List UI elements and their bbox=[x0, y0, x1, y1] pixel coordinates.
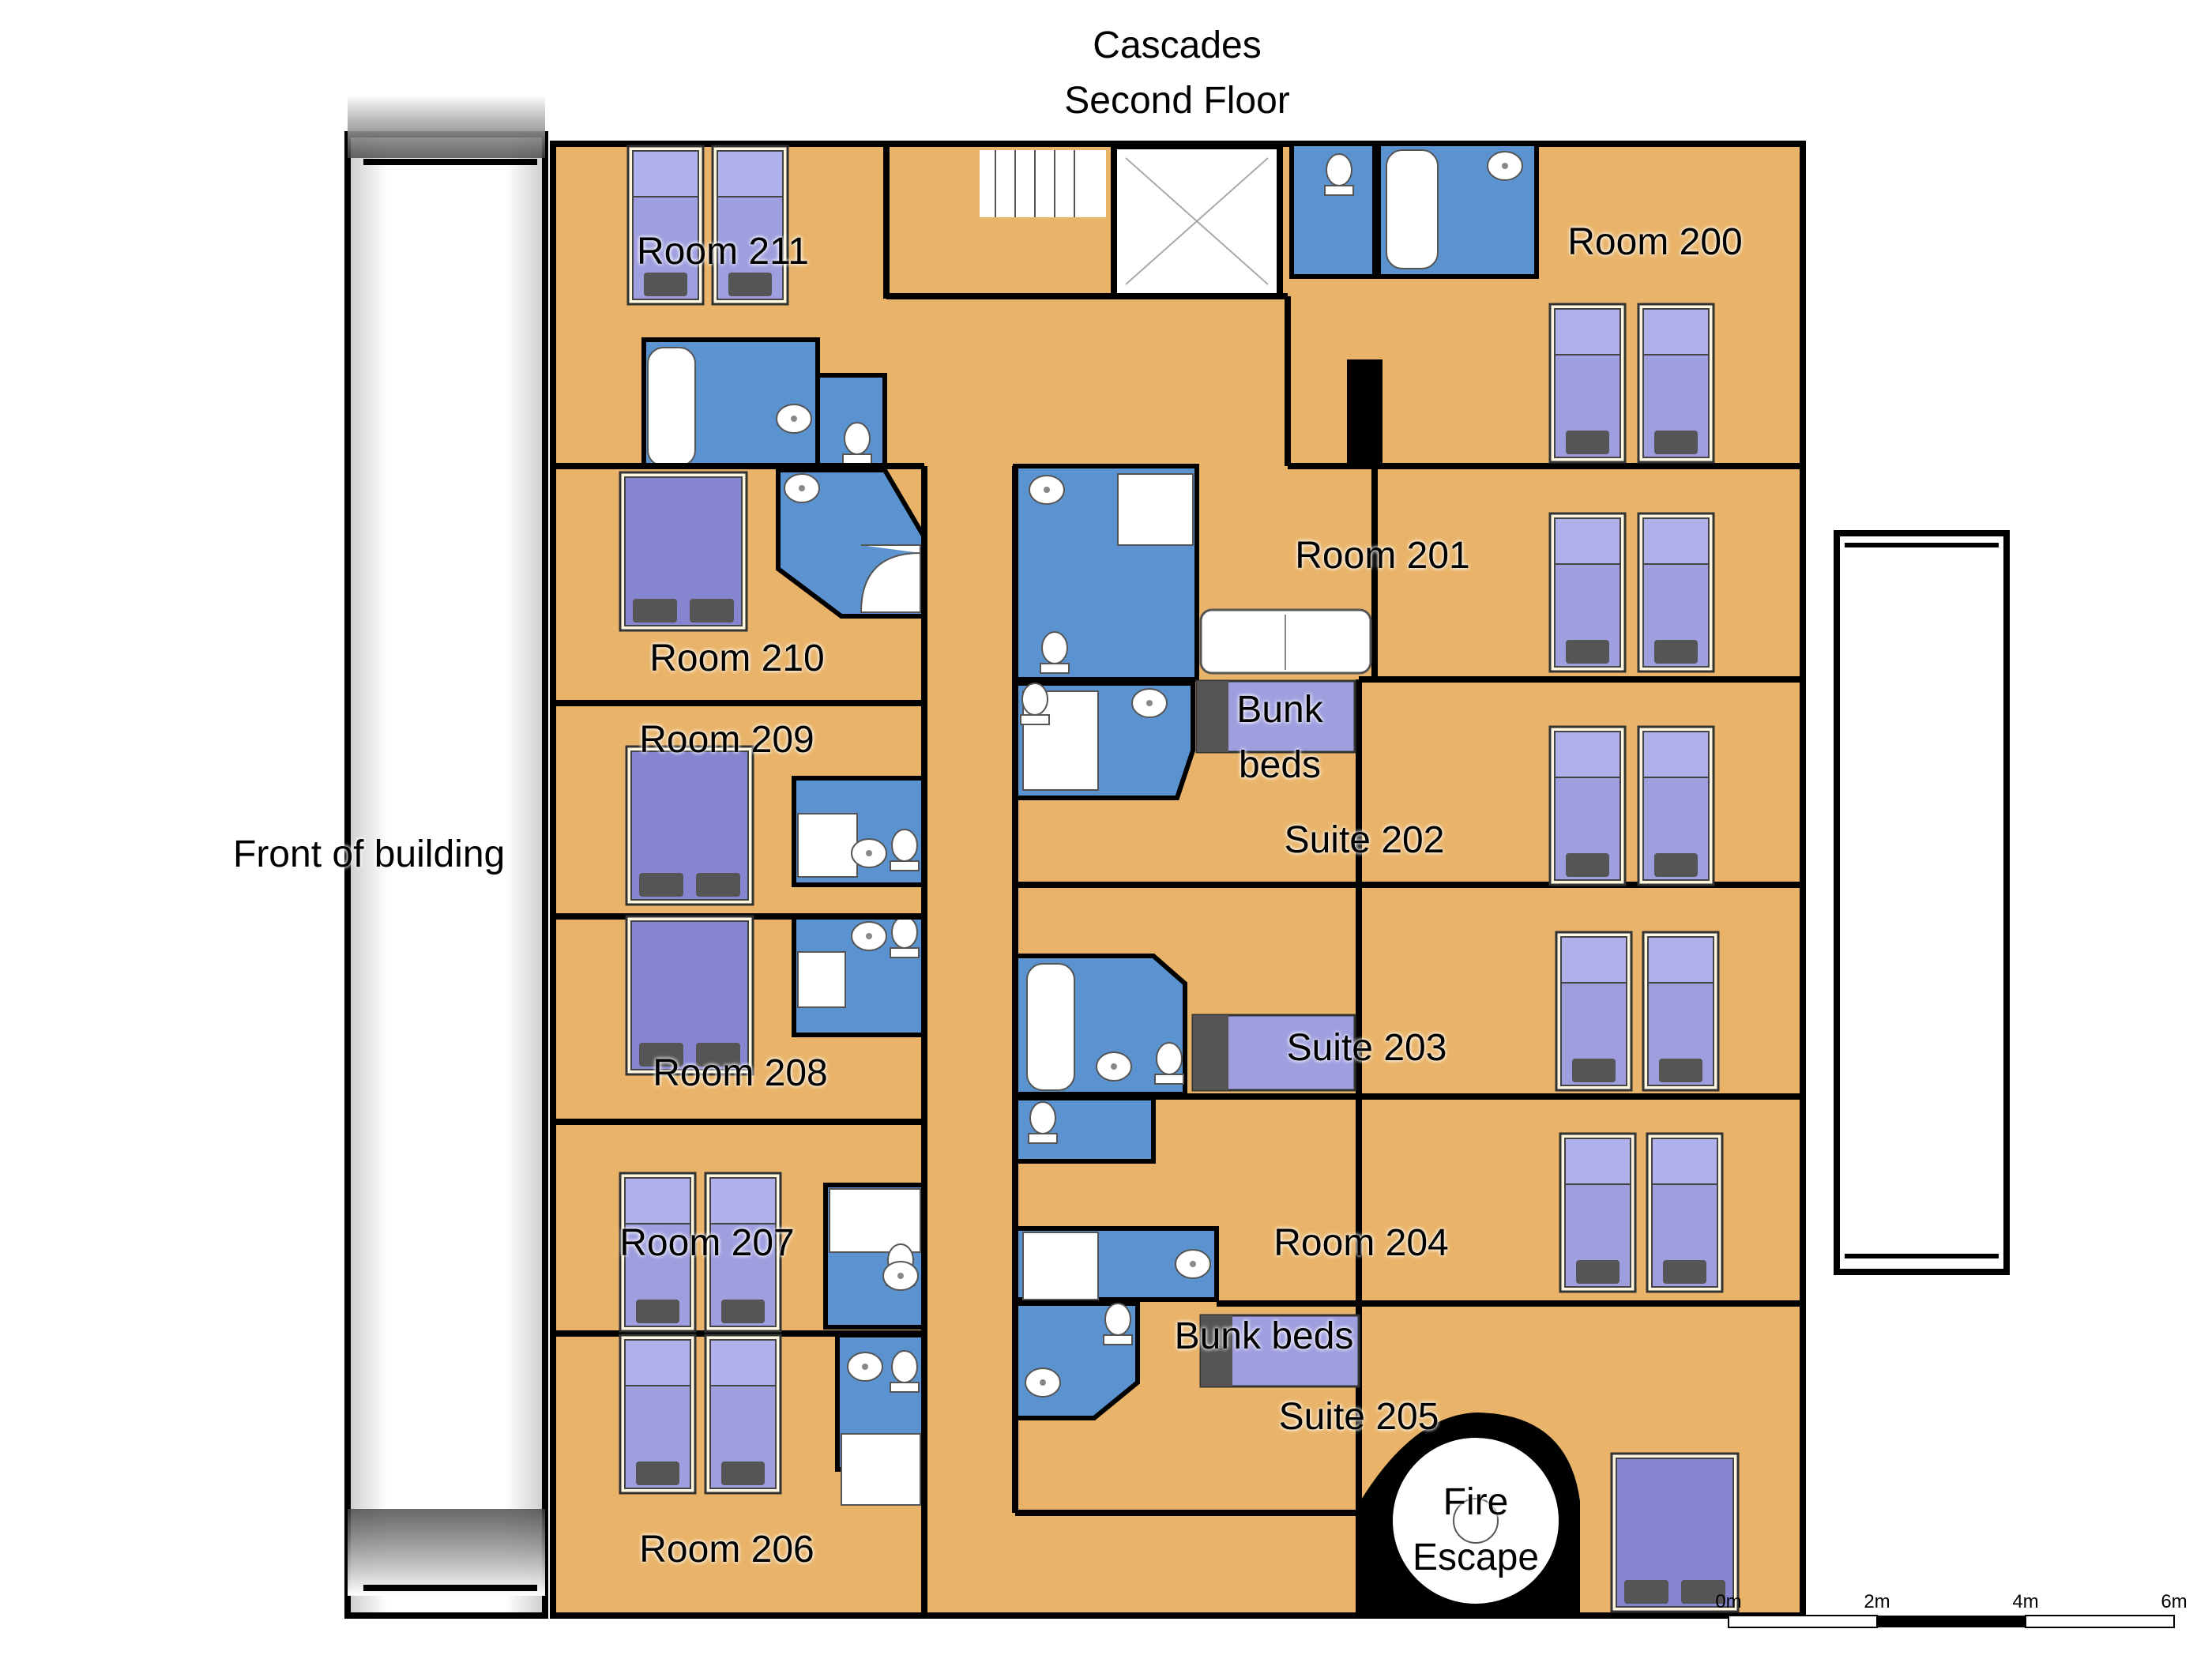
page-title: Cascades bbox=[1093, 24, 1262, 66]
room-206-label: Room 206 bbox=[639, 1529, 814, 1571]
front-terrace bbox=[344, 95, 548, 1619]
room-204-label: Room 204 bbox=[1273, 1222, 1449, 1264]
suite-205-label: Suite 205 bbox=[1278, 1396, 1439, 1438]
room-200-label: Room 200 bbox=[1567, 221, 1743, 263]
scale-label-0: 0m bbox=[1715, 1591, 1742, 1612]
staircase bbox=[980, 150, 1106, 217]
page-subtitle: Second Floor bbox=[1064, 80, 1290, 122]
suite-203-label: Suite 203 bbox=[1286, 1027, 1447, 1069]
front-of-building-label: Front of building bbox=[233, 833, 506, 875]
room-208-label: Room 208 bbox=[653, 1052, 828, 1094]
column bbox=[1347, 359, 1382, 466]
bath-fixtures bbox=[647, 149, 1439, 1506]
bunk-beds-label-2: beds bbox=[1238, 744, 1322, 786]
fire-escape-label-2: Escape bbox=[1412, 1537, 1540, 1578]
scale-label-2: 2m bbox=[1864, 1591, 1890, 1612]
room-210-label: Room 210 bbox=[649, 638, 825, 679]
room-211-label: Room 211 bbox=[637, 231, 809, 273]
bunk-beds-label-1: Bunk bbox=[1236, 689, 1323, 731]
room-201-label: Room 201 bbox=[1295, 535, 1470, 577]
room-207-label: Room 207 bbox=[619, 1222, 795, 1264]
scale-bar bbox=[1728, 1615, 2175, 1628]
rear-terrace bbox=[1834, 530, 2010, 1275]
room-209-label: Room 209 bbox=[639, 719, 814, 761]
scale-label-6: 6m bbox=[2161, 1591, 2188, 1612]
sofa bbox=[1199, 608, 1372, 675]
fire-escape bbox=[1360, 1413, 1580, 1616]
bunk-beds-label-lower: Bunk beds bbox=[1174, 1315, 1354, 1357]
scale-label-4: 4m bbox=[2012, 1591, 2039, 1612]
fire-escape-label-1: Fire bbox=[1443, 1481, 1509, 1523]
suite-202-label: Suite 202 bbox=[1284, 819, 1445, 861]
beds bbox=[619, 145, 1740, 1613]
lift bbox=[1111, 143, 1283, 299]
